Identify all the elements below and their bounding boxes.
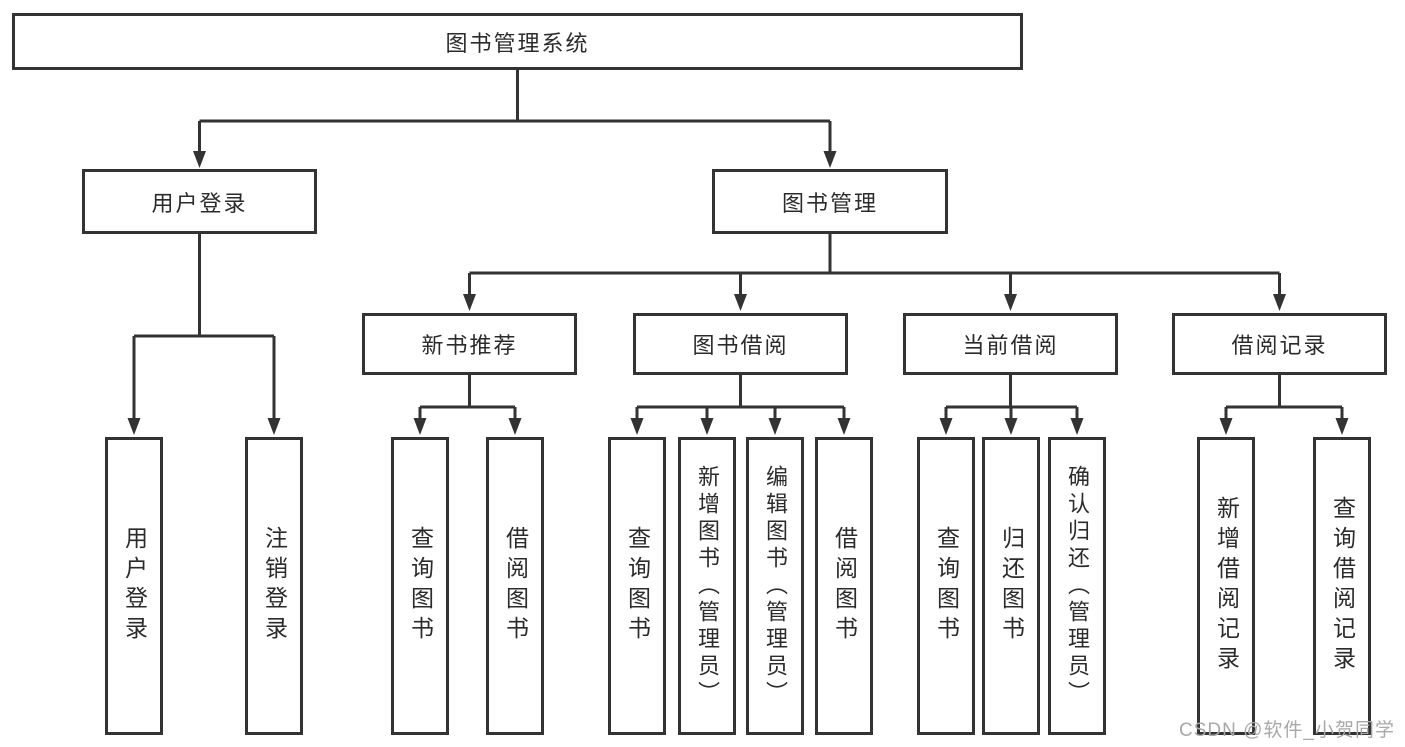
node-book-management-label: 图书管理 (781, 190, 878, 216)
node-return-books-label: 归还图书 (998, 526, 1025, 646)
node-current-borrowing: 当前借阅 (903, 313, 1118, 375)
node-borrow-books-recommend: 借阅图书 (486, 437, 544, 735)
node-library-management-system: 图书管理系统 (12, 13, 1023, 70)
node-borrowing-records-label: 借阅记录 (1231, 333, 1328, 358)
node-user-login-label: 用户登录 (151, 190, 248, 216)
node-user-login: 用户登录 (82, 169, 317, 234)
node-book-management: 图书管理 (712, 169, 948, 234)
node-new-book-recommend: 新书推荐 (362, 313, 577, 375)
node-borrowing-records: 借阅记录 (1172, 313, 1387, 375)
node-query-books-borrowing-label: 查询图书 (624, 526, 651, 646)
node-book-borrowing-label: 图书借阅 (692, 333, 789, 358)
node-return-books: 归还图书 (982, 437, 1040, 735)
node-current-borrowing-label: 当前借阅 (962, 333, 1059, 358)
node-borrow-books-label: 借阅图书 (831, 526, 858, 646)
node-add-books-admin: 新增图书（管理员） (678, 437, 736, 735)
node-edit-books-admin-label: 编辑图书（管理员） (763, 464, 788, 708)
node-user-login-action: 用户登录 (105, 437, 163, 735)
node-query-books-recommend: 查询图书 (391, 437, 449, 735)
node-query-books-recommend-label: 查询图书 (407, 526, 434, 646)
node-query-borrow-record: 查询借阅记录 (1313, 437, 1371, 735)
csdn-watermark: CSDN @软件_小贺同学 (1179, 720, 1395, 741)
node-query-books-current-label: 查询图书 (933, 526, 960, 646)
node-add-books-admin-label: 新增图书（管理员） (695, 464, 720, 708)
node-query-borrow-record-label: 查询借阅记录 (1329, 496, 1356, 676)
node-borrow-books-recommend-label: 借阅图书 (502, 526, 529, 646)
node-confirm-return-admin: 确认归还（管理员） (1048, 437, 1106, 735)
node-library-management-system-label: 图书管理系统 (445, 30, 590, 56)
node-confirm-return-admin-label: 确认归还（管理员） (1065, 464, 1090, 708)
node-user-login-action-label: 用户登录 (121, 526, 148, 646)
node-book-borrowing: 图书借阅 (633, 313, 848, 375)
node-logout-action: 注销登录 (245, 437, 303, 735)
node-borrow-books: 借阅图书 (815, 437, 873, 735)
node-add-borrow-record: 新增借阅记录 (1197, 437, 1255, 735)
node-edit-books-admin: 编辑图书（管理员） (746, 437, 804, 735)
node-query-books-current: 查询图书 (917, 437, 975, 735)
node-query-books-borrowing: 查询图书 (608, 437, 666, 735)
node-add-borrow-record-label: 新增借阅记录 (1213, 496, 1240, 676)
node-new-book-recommend-label: 新书推荐 (421, 333, 518, 358)
node-logout-action-label: 注销登录 (261, 526, 288, 646)
